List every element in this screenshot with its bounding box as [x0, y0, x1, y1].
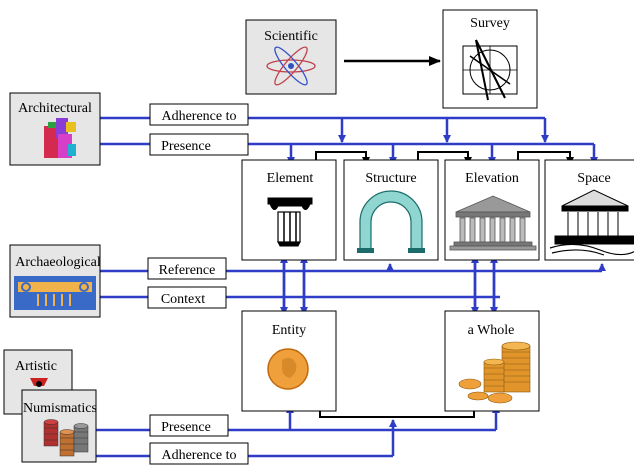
space-label: Space — [577, 171, 610, 186]
relation-adherence-arch: Adherence to — [149, 103, 249, 126]
whole-node[interactable]: a Whole — [444, 310, 540, 412]
column-capital-icon — [267, 197, 313, 247]
scientific-label: Scientific — [264, 29, 318, 44]
elevation-label: Elevation — [465, 171, 519, 186]
arch-icon — [357, 190, 425, 253]
survey-label: Survey — [470, 16, 510, 31]
element-node[interactable]: Element — [241, 159, 337, 261]
structure-label: Structure — [365, 171, 416, 186]
relation-presence-num: Presence — [149, 414, 229, 437]
relation-presence-arch: Presence — [149, 133, 249, 156]
atom-icon — [266, 46, 316, 86]
archaeological-label: Archaeological — [15, 255, 101, 270]
whole-label: a Whole — [468, 323, 515, 338]
architectural-node[interactable]: Architectural — [9, 92, 101, 166]
relation-presence-arch-label: Presence — [161, 139, 211, 154]
relation-context-label: Context — [161, 292, 205, 307]
scientific-node[interactable]: Scientific — [245, 19, 337, 95]
relation-reference: Reference — [147, 257, 227, 280]
element-label: Element — [267, 171, 314, 186]
building-blocks-icon — [44, 118, 76, 158]
numismatics-label: Numismatics — [23, 401, 97, 416]
relation-reference-label: Reference — [159, 263, 216, 278]
relation-presence-num-label: Presence — [161, 420, 211, 435]
coin-stacks-icon — [43, 419, 89, 457]
compass-drawing-icon — [462, 39, 518, 101]
entity-node[interactable]: Entity — [241, 310, 337, 412]
temple-facade-icon — [449, 195, 537, 251]
survey-node[interactable]: Survey — [442, 9, 538, 109]
archaeological-node[interactable]: Archaeological — [9, 244, 101, 318]
relation-context: Context — [147, 286, 227, 309]
relation-adherence-num: Adherence to — [149, 442, 249, 465]
structure-node[interactable]: Structure — [343, 159, 439, 261]
relation-adherence-num-label: Adherence to — [161, 448, 236, 463]
space-node[interactable]: Space — [544, 159, 634, 261]
vase-icon — [30, 378, 48, 387]
relation-adherence-arch-label: Adherence to — [161, 109, 236, 124]
artistic-label: Artistic — [15, 359, 57, 374]
numismatics-node[interactable]: Numismatics — [21, 389, 97, 463]
entity-label: Entity — [272, 323, 306, 338]
elevation-node[interactable]: Elevation — [444, 159, 540, 261]
architectural-label: Architectural — [18, 101, 92, 116]
coin-icon — [267, 348, 309, 390]
ionic-frieze-icon — [14, 276, 96, 310]
classical-building-icon — [549, 189, 634, 256]
coin-stacks-icon — [458, 341, 531, 404]
